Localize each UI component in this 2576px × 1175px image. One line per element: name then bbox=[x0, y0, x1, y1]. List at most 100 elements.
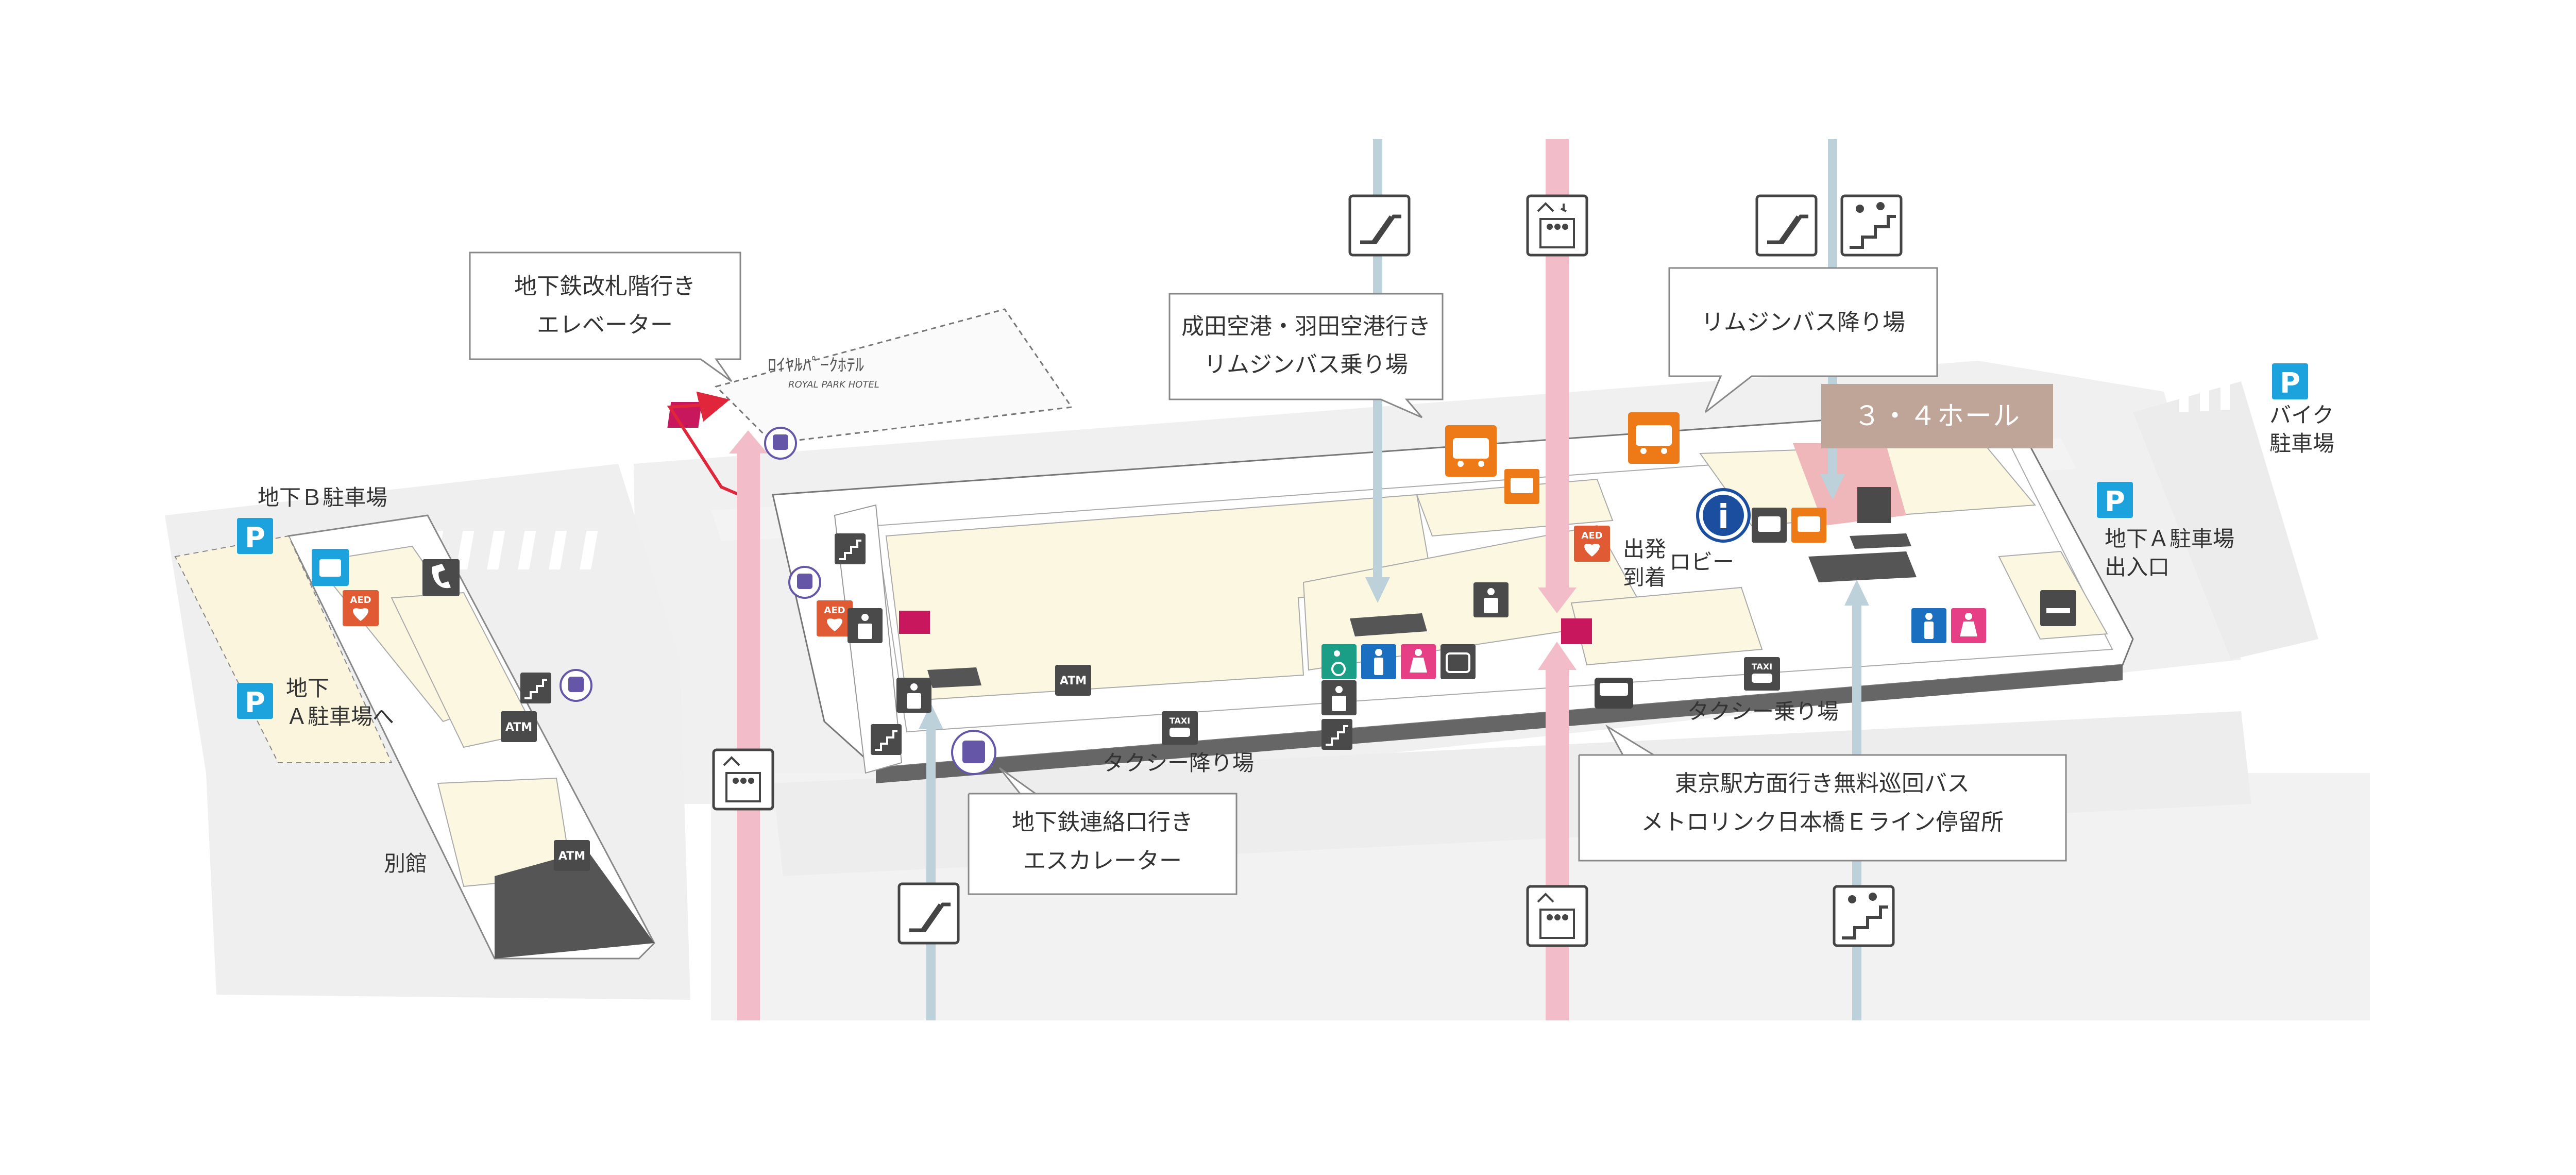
parking-icon[interactable]: P bbox=[2272, 363, 2308, 399]
elevator-block bbox=[899, 611, 930, 634]
parking-b-label: 地下Ｂ駐車場 bbox=[258, 485, 387, 510]
taxi-icon[interactable]: TAXI bbox=[1162, 711, 1198, 745]
atm-icon[interactable]: ATM bbox=[1055, 665, 1091, 696]
svg-text:P: P bbox=[2105, 485, 2125, 518]
svg-text:AED: AED bbox=[1581, 530, 1602, 541]
smoking-icon[interactable] bbox=[2040, 590, 2076, 626]
elevator-callout-line1: 地下鉄改札階行き bbox=[514, 273, 696, 299]
arrival-label: 到着 bbox=[1623, 565, 1666, 590]
hotel-logo-text: ﾛｲﾔﾙﾊﾟｰｸﾎﾃﾙ bbox=[768, 355, 864, 376]
to-parking-a-line2: Ａ駐車場へ bbox=[286, 704, 394, 729]
atm-icon[interactable]: ATM bbox=[501, 711, 537, 742]
bike-parking-line1: バイク bbox=[2269, 402, 2334, 428]
limousine-board-callout: 成田空港・羽田空港行き リムジンバス乗り場 bbox=[1168, 293, 1444, 418]
cloakroom-icon[interactable] bbox=[1473, 582, 1509, 617]
elevator-block bbox=[667, 402, 702, 428]
hotel-outline bbox=[715, 308, 1073, 444]
svg-text:P: P bbox=[245, 686, 265, 719]
stairs-icon[interactable] bbox=[1833, 885, 1895, 947]
cloakroom-icon[interactable] bbox=[848, 608, 883, 643]
escalator-icon[interactable] bbox=[1755, 194, 1818, 257]
hotel-logo-subtext: ROYAL PARK HOTEL bbox=[788, 379, 879, 390]
stairs-icon[interactable] bbox=[1840, 194, 1903, 257]
stairs-icon[interactable] bbox=[835, 533, 866, 564]
cloakroom-icon[interactable] bbox=[1321, 680, 1357, 715]
elevator-callout-line2: エレベーター bbox=[537, 312, 673, 338]
svg-text:ATM: ATM bbox=[1060, 675, 1087, 687]
subway-escalator-line2: エスカレーター bbox=[1023, 848, 1182, 874]
parking-a-entrance-line1: 地下Ａ駐車場 bbox=[2105, 526, 2234, 551]
limousine-alight-callout: リムジンバス降り場 bbox=[1668, 267, 1938, 413]
elevator-icon[interactable] bbox=[1526, 885, 1588, 947]
bus-icon[interactable] bbox=[1445, 425, 1497, 477]
parking-a-entrance-line2: 出入口 bbox=[2105, 555, 2170, 580]
svg-text:TAXI: TAXI bbox=[1752, 662, 1772, 672]
wheelchair-icon[interactable] bbox=[1321, 644, 1357, 679]
limousine-board-line1: 成田空港・羽田空港行き bbox=[1181, 313, 1431, 340]
limousine-board-line2: リムジンバス乗り場 bbox=[1204, 351, 1408, 378]
taxi-icon[interactable]: TAXI bbox=[1744, 657, 1780, 691]
parking-icon[interactable]: P bbox=[237, 683, 273, 719]
svg-text:AED: AED bbox=[350, 595, 371, 606]
direction-plate bbox=[927, 533, 1917, 688]
taxi-alight-label: タクシー降り場 bbox=[1103, 750, 1254, 776]
shuttle-bus-line2: メトロリンク日本橋Ｅライン停留所 bbox=[1641, 809, 2004, 835]
toilet-women-icon[interactable] bbox=[1951, 608, 1986, 643]
toilet-men-icon[interactable] bbox=[1911, 608, 1946, 643]
subway-icon[interactable] bbox=[951, 730, 996, 775]
hotel-logo: ﾛｲﾔﾙﾊﾟｰｸﾎﾃﾙ ROYAL PARK HOTEL bbox=[768, 355, 879, 390]
departure-label: 出発 bbox=[1623, 536, 1666, 562]
atm-icon[interactable]: ATM bbox=[554, 840, 590, 871]
shuttle-bus-line1: 東京駅方面行き無料巡回バス bbox=[1675, 770, 1970, 797]
elevator-icon[interactable] bbox=[1526, 194, 1588, 257]
svg-text:P: P bbox=[245, 522, 265, 554]
cloakroom-icon[interactable] bbox=[1791, 508, 1826, 543]
stairs-icon[interactable] bbox=[1321, 719, 1352, 750]
svg-text:ATM: ATM bbox=[558, 850, 585, 863]
subway-escalator-line1: 地下鉄連絡口行き bbox=[1012, 809, 1193, 835]
escalator-icon[interactable] bbox=[897, 882, 960, 945]
hall-label: ３・４ホール bbox=[1854, 401, 2021, 432]
svg-text:i: i bbox=[1718, 498, 1729, 536]
toilet-women-icon[interactable] bbox=[1401, 644, 1436, 679]
subway-escalator-callout: 地下鉄連絡口行き エスカレーター bbox=[968, 767, 1238, 895]
svg-text:ATM: ATM bbox=[505, 721, 532, 734]
info-icon[interactable]: i bbox=[1696, 488, 1751, 543]
elevator-callout: 地下鉄改札階行き エレベーター bbox=[469, 251, 741, 382]
nursing-room-icon[interactable] bbox=[1440, 644, 1476, 679]
toilet-men-icon[interactable] bbox=[1361, 644, 1396, 679]
escalator-icon[interactable] bbox=[1348, 194, 1411, 257]
cloakroom-icon[interactable] bbox=[896, 678, 931, 713]
hall-entrance-door[interactable] bbox=[1857, 487, 1891, 523]
elevator-block bbox=[1561, 618, 1592, 644]
to-parking-a-line1: 地下 bbox=[286, 676, 329, 701]
parking-icon[interactable]: P bbox=[237, 518, 273, 554]
subway-icon[interactable] bbox=[788, 566, 821, 599]
aed-icon[interactable]: AED bbox=[817, 600, 853, 636]
bus-icon[interactable] bbox=[1595, 678, 1633, 709]
parking-icon[interactable]: P bbox=[2097, 482, 2133, 518]
subway-icon[interactable] bbox=[764, 427, 797, 460]
subway-icon[interactable] bbox=[560, 669, 592, 702]
svg-text:P: P bbox=[2280, 367, 2300, 399]
hall-badge[interactable]: ３・４ホール bbox=[1821, 384, 2053, 448]
svg-text:AED: AED bbox=[824, 605, 845, 616]
taxi-board-label: タクシー乗り場 bbox=[1687, 699, 1839, 724]
cloakroom-icon[interactable] bbox=[312, 549, 349, 586]
svg-text:TAXI: TAXI bbox=[1170, 716, 1190, 726]
telephone-icon[interactable] bbox=[422, 559, 460, 596]
cloakroom-icon[interactable] bbox=[1752, 508, 1787, 543]
aed-icon[interactable]: AED bbox=[1574, 526, 1610, 562]
bus-icon[interactable] bbox=[1628, 412, 1680, 464]
stairs-icon[interactable] bbox=[871, 724, 902, 755]
cloakroom-icon[interactable] bbox=[1504, 469, 1539, 504]
aed-icon[interactable]: AED bbox=[343, 590, 379, 626]
lobby-label: ロビー bbox=[1669, 549, 1734, 575]
route-arrow bbox=[696, 391, 730, 422]
stairs-icon[interactable] bbox=[520, 673, 551, 703]
limousine-alight-label: リムジンバス降り場 bbox=[1701, 309, 1905, 335]
annex-label: 別館 bbox=[384, 851, 427, 876]
elevator-icon[interactable] bbox=[712, 748, 774, 811]
bike-parking-line2: 駐車場 bbox=[2269, 431, 2334, 456]
